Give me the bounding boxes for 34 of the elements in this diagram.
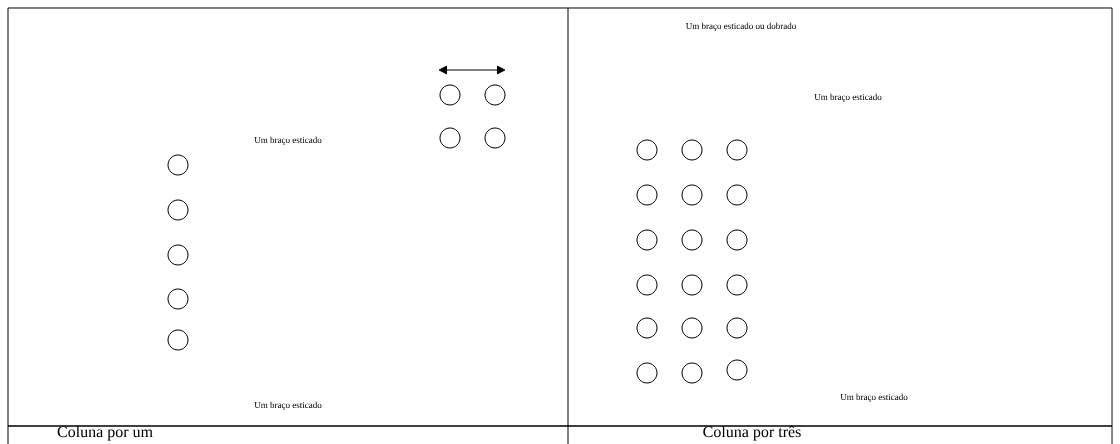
person-circle xyxy=(726,184,748,206)
person-circle xyxy=(681,139,703,161)
formation-label: Um braço esticado xyxy=(814,93,882,102)
person-circle xyxy=(484,84,506,106)
person-circle xyxy=(636,139,658,161)
column-caption: Coluna por um xyxy=(57,425,153,441)
person-circle xyxy=(681,362,703,384)
person-circle xyxy=(726,139,748,161)
formation-label: Um braço esticado ou dobrado xyxy=(685,22,796,31)
person-circle xyxy=(636,274,658,296)
formation-label: Um braço esticado xyxy=(840,393,908,402)
column-caption: Coluna por três xyxy=(703,425,801,441)
person-circle xyxy=(681,184,703,206)
person-circle xyxy=(636,229,658,251)
person-circle xyxy=(681,317,703,339)
formation-label: Um braço esticado xyxy=(254,401,322,410)
person-circle xyxy=(484,127,506,149)
person-circle xyxy=(167,199,189,221)
person-circle xyxy=(636,184,658,206)
person-circle xyxy=(636,317,658,339)
person-circle xyxy=(681,274,703,296)
person-circle xyxy=(439,84,461,106)
person-circle xyxy=(726,274,748,296)
person-circle xyxy=(167,329,189,351)
person-circle xyxy=(726,359,748,381)
person-circle xyxy=(636,362,658,384)
person-circle xyxy=(726,317,748,339)
person-circle xyxy=(167,154,189,176)
person-circle xyxy=(167,244,189,266)
person-circle xyxy=(167,288,189,310)
person-circle xyxy=(439,127,461,149)
person-circle xyxy=(726,229,748,251)
person-circle xyxy=(681,229,703,251)
formation-label: Um braço esticado xyxy=(254,136,322,145)
